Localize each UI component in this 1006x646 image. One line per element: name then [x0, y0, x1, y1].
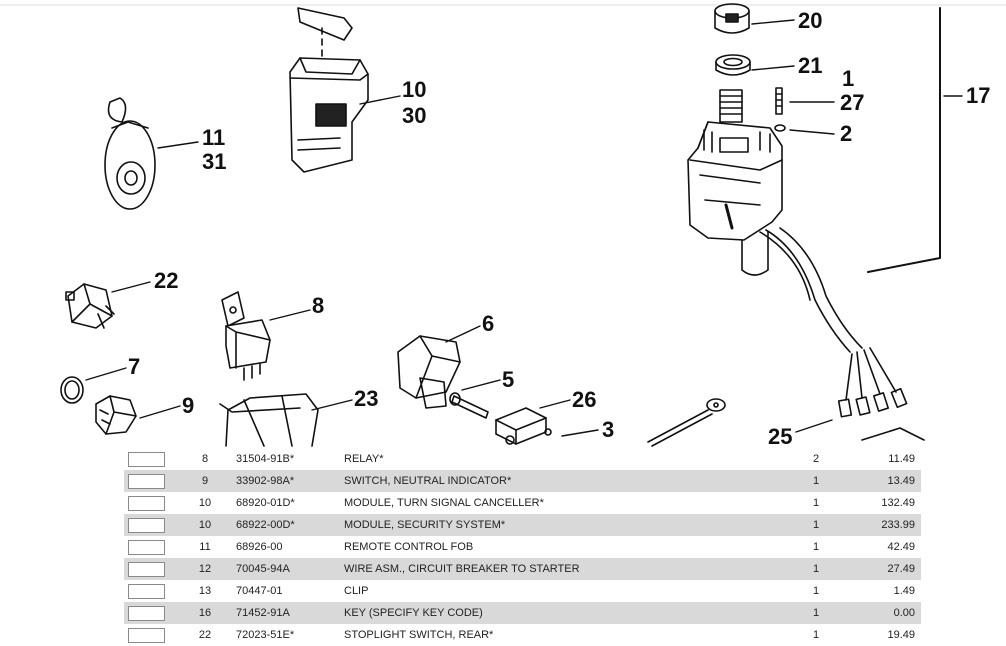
callout-20: 20 [798, 8, 822, 33]
add-to-cart-checkbox[interactable] [128, 627, 165, 643]
quantity: 1 [812, 585, 820, 597]
security-module-drawing [289, 7, 369, 173]
add-to-cart-checkbox[interactable] [128, 495, 165, 511]
callout-6: 6 [482, 311, 494, 336]
parts-diagram: 20 21 1 27 2 17 10 30 11 31 22 8 6 7 5 2… [0, 3, 1006, 448]
remote-fob-drawing [104, 97, 156, 210]
price: 42.49 [887, 541, 915, 553]
table-row: 10 68920-01D* MODULE, TURN SIGNAL CANCEL… [124, 492, 921, 514]
ref-number: 10 [174, 514, 236, 536]
ref-number: 12 [174, 558, 236, 580]
relay-drawing [221, 291, 271, 381]
callout-8: 8 [312, 293, 324, 318]
price: 11.49 [888, 453, 915, 465]
table-row: 13 70447-01 CLIP 1 1.49 [124, 580, 921, 602]
callout-23: 23 [354, 386, 378, 411]
price: 233.99 [854, 514, 921, 536]
ref-number: 11 [199, 541, 211, 553]
quantity: 2 [812, 453, 820, 465]
part-description: MODULE, TURN SIGNAL CANCELLER* [344, 497, 544, 509]
part-number: 70045-94A [236, 558, 340, 580]
leader-lines [85, 19, 963, 437]
table-row: 16 71452-91A KEY (SPECIFY KEY CODE) 1 0.… [124, 602, 921, 624]
part-description: RELAY* [344, 453, 384, 465]
ref-number: 8 [201, 453, 209, 465]
callout-11: 11 [202, 125, 225, 150]
bracket-drawing [219, 393, 319, 447]
part-number: 31504-91B* [236, 453, 295, 465]
callout-26: 26 [572, 387, 596, 412]
price: 132.49 [881, 497, 915, 509]
ref-number: 22 [198, 629, 212, 641]
part-number: 70447-01 [236, 585, 283, 597]
circuit-breaker-drawing [495, 407, 552, 445]
price: 1.49 [893, 585, 915, 597]
quantity: 1 [778, 470, 854, 492]
wire-lead-drawing [647, 398, 726, 447]
add-to-cart-checkbox[interactable] [128, 605, 165, 621]
callout-17: 17 [966, 83, 990, 108]
callout-25: 25 [768, 424, 792, 448]
part-number: 71452-91A [236, 602, 340, 624]
callout-10: 10 [402, 77, 426, 102]
part-number: 68926-00 [236, 541, 283, 553]
callout-31: 31 [202, 149, 226, 174]
part-description: KEY (SPECIFY KEY CODE) [340, 602, 778, 624]
neutral-switch-drawing [95, 395, 137, 435]
quantity: 1 [778, 602, 854, 624]
table-row: 11 68926-00 REMOTE CONTROL FOB 1 42.49 [124, 536, 921, 558]
table-row: 8 31504-91B* RELAY* 2 11.49 [124, 448, 921, 470]
part-description: WIRE ASM., CIRCUIT BREAKER TO STARTER [340, 558, 778, 580]
callout-1: 1 [842, 66, 854, 91]
add-to-cart-checkbox[interactable] [128, 561, 165, 577]
part-description: SWITCH, NEUTRAL INDICATOR* [340, 470, 778, 492]
callout-21: 21 [798, 53, 822, 78]
boot-drawing [397, 335, 461, 409]
callout-3: 3 [602, 417, 614, 442]
price: 19.49 [887, 629, 915, 641]
price: 0.00 [854, 602, 921, 624]
price: 13.49 [854, 470, 921, 492]
add-to-cart-checkbox[interactable] [128, 517, 165, 533]
quantity: 1 [812, 497, 820, 509]
callout-7: 7 [128, 354, 140, 379]
quantity: 1 [778, 514, 854, 536]
callout-labels: 20 21 1 27 2 17 10 30 11 31 22 8 6 7 5 2… [128, 8, 990, 448]
table-row: 9 33902-98A* SWITCH, NEUTRAL INDICATOR* … [124, 470, 921, 492]
part-description: STOPLIGHT SWITCH, REAR* [344, 629, 494, 641]
add-to-cart-checkbox[interactable] [128, 539, 165, 555]
part-number: 72023-51E* [236, 629, 295, 641]
callout-30: 30 [402, 103, 426, 128]
ref-number: 10 [198, 497, 212, 509]
ref-number: 9 [174, 470, 236, 492]
part-number: 33902-98A* [236, 470, 340, 492]
add-to-cart-checkbox[interactable] [128, 583, 165, 599]
part-description: REMOTE CONTROL FOB [344, 541, 474, 553]
callout-22: 22 [154, 268, 178, 293]
table-row: 10 68922-00D* MODULE, SECURITY SYSTEM* 1… [124, 514, 921, 536]
callout-5: 5 [502, 367, 514, 392]
add-to-cart-checkbox[interactable] [128, 473, 165, 489]
callout-2: 2 [840, 121, 852, 146]
quantity: 1 [812, 541, 820, 553]
stoplight-switch-drawing [65, 283, 115, 329]
parts-table: 8 31504-91B* RELAY* 2 11.49 9 33902-98A*… [124, 448, 921, 646]
ignition-coil-drawing [687, 3, 941, 441]
table-row: 22 72023-51E* STOPLIGHT SWITCH, REAR* 1 … [124, 624, 921, 646]
callout-9: 9 [182, 393, 194, 418]
quantity: 1 [812, 629, 820, 641]
part-description: MODULE, SECURITY SYSTEM* [340, 514, 778, 536]
ref-number: 13 [198, 585, 212, 597]
callout-27: 27 [840, 90, 864, 115]
part-description: CLIP [344, 585, 369, 597]
price: 27.49 [854, 558, 921, 580]
table-row: 12 70045-94A WIRE ASM., CIRCUIT BREAKER … [124, 558, 921, 580]
ref-number: 16 [174, 602, 236, 624]
part-number: 68922-00D* [236, 514, 340, 536]
quantity: 1 [778, 558, 854, 580]
o-ring-drawing [60, 376, 84, 404]
add-to-cart-checkbox[interactable] [128, 451, 165, 467]
terminal-pin-drawing [449, 392, 489, 419]
part-number: 68920-01D* [236, 497, 295, 509]
